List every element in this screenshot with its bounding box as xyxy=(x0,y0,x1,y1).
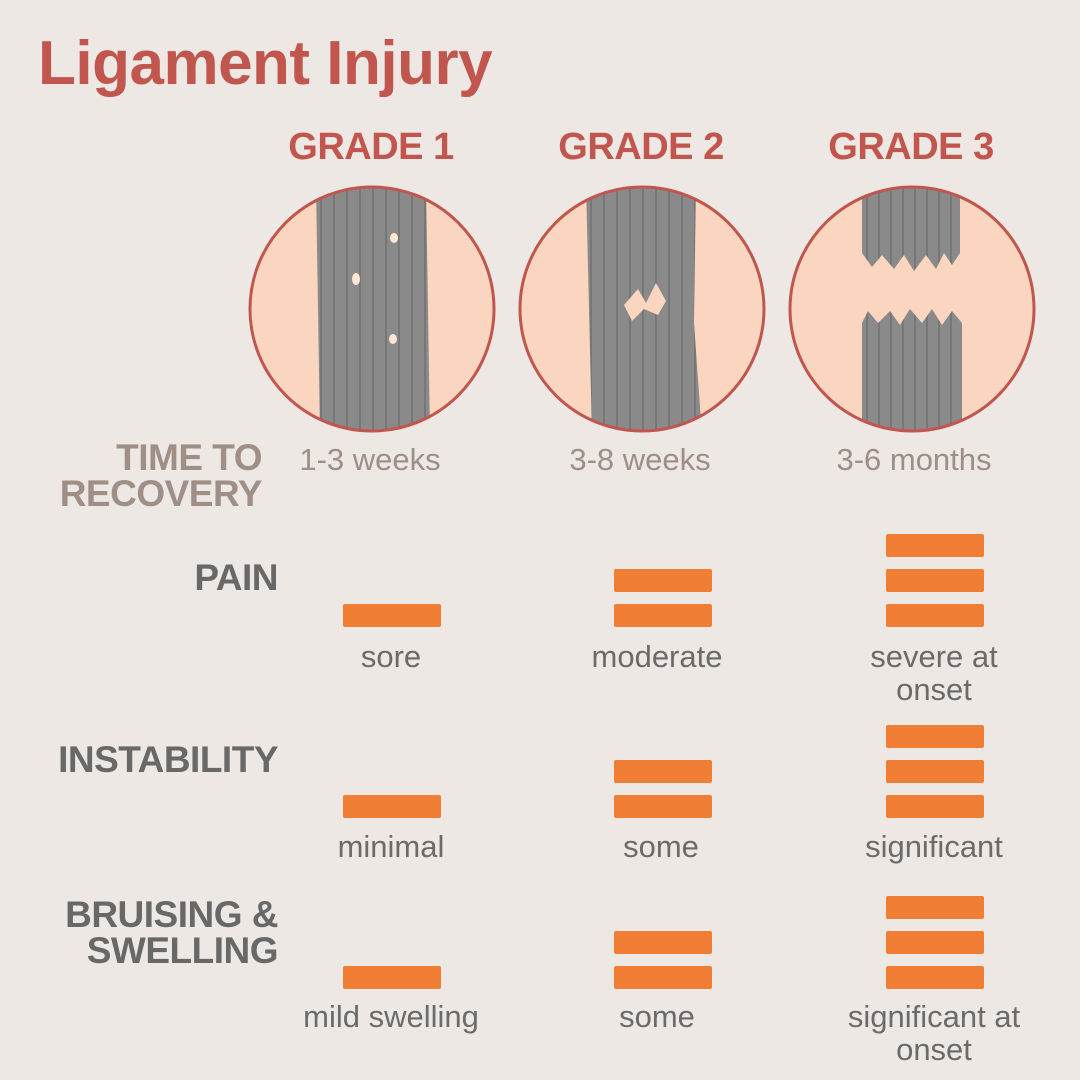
bruising-grade-1-bar xyxy=(343,966,441,989)
bruising-grade-3-bar xyxy=(886,966,984,989)
grade-2-ligament-illustration xyxy=(516,183,768,435)
bruising-grade-2-bar xyxy=(614,966,712,989)
pain-grade-3-bar xyxy=(886,569,984,592)
instability-grade-3-bar xyxy=(886,760,984,783)
grade-3-ligament-illustration xyxy=(786,183,1038,435)
instability-grade-1-description: minimal xyxy=(337,829,445,864)
pain-grade-2-bar xyxy=(614,604,712,627)
instability-grade-2-bar xyxy=(614,795,712,818)
instability-grade-1-bar xyxy=(343,795,441,818)
pain-grade-3-bar xyxy=(886,604,984,627)
pain-grade-3-bar xyxy=(886,534,984,557)
grade-1-label: GRADE 1 xyxy=(288,126,454,168)
pain-grade-2-description: moderate xyxy=(591,639,723,674)
grade-2-recovery-time: 3-8 weeks xyxy=(569,442,711,477)
bruising-grade-2-bar xyxy=(614,931,712,954)
time-to-recovery-label: TIME TO RECOVERY xyxy=(59,437,263,514)
bruising-grade-1-description: mild swelling xyxy=(303,999,479,1034)
bruising-grade-3-bar xyxy=(886,896,984,919)
page-title: Ligament Injury xyxy=(38,29,493,98)
pain-grade-1-description: sore xyxy=(360,639,422,674)
instability-grade-2-description: some xyxy=(623,829,699,864)
grade-1-ligament-illustration xyxy=(246,183,498,435)
instability-grade-3-description: significant xyxy=(865,829,1003,864)
grade-3-label: GRADE 3 xyxy=(828,126,994,168)
instability-grade-2-bar xyxy=(614,760,712,783)
instability-label: INSTABILITY xyxy=(58,739,278,780)
pain-grade-1-bar xyxy=(343,604,441,627)
grade-1-recovery-time: 1-3 weeks xyxy=(299,442,441,477)
instability-grade-3-bar xyxy=(886,795,984,818)
bruising-grade-3-bar xyxy=(886,931,984,954)
pain-label: PAIN xyxy=(194,557,278,598)
pain-grade-2-bar xyxy=(614,569,712,592)
bruising-grade-2-description: some xyxy=(619,999,695,1034)
instability-grade-3-bar xyxy=(886,725,984,748)
bruising-swelling-label: BRUISING & SWELLING xyxy=(65,894,278,971)
grade-3-recovery-time: 3-6 months xyxy=(836,442,992,477)
grade-2-label: GRADE 2 xyxy=(558,126,724,168)
